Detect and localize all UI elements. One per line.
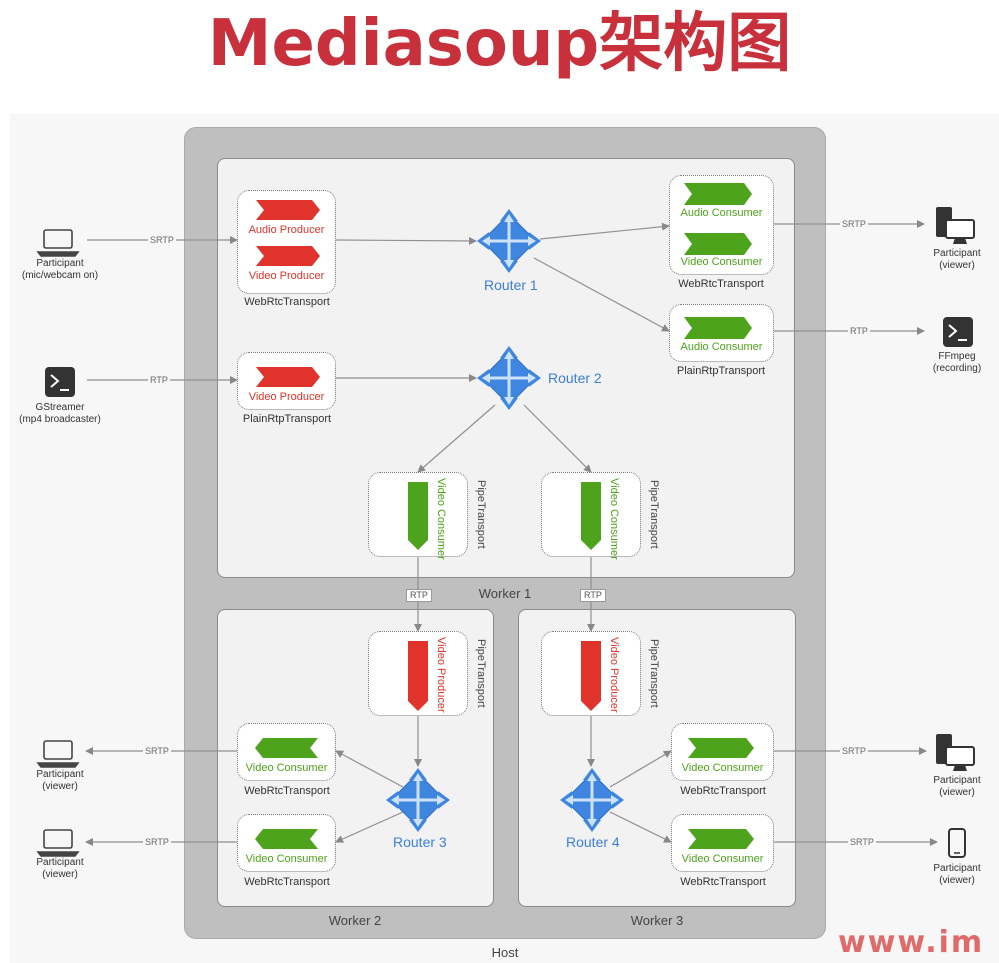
worker-1-label: Worker 1 — [478, 586, 532, 601]
video-consumer-label: Video Consumer — [680, 256, 763, 268]
video-consumer-shape — [408, 482, 428, 550]
laptop-icon — [36, 740, 80, 768]
smartphone-icon — [948, 828, 966, 858]
participant-viewer-label: Participant(viewer) — [933, 775, 981, 798]
participant-viewer-label: Participant(viewer) — [36, 857, 84, 880]
video-consumer-label: Video Consumer — [681, 853, 764, 865]
protocol-label: RTP — [580, 589, 606, 602]
router-1-label: Router 1 — [484, 277, 538, 293]
protocol-label: SRTP — [143, 746, 171, 756]
terminal-icon — [943, 317, 973, 347]
audio-producer-label: Audio Producer — [248, 224, 325, 236]
video-consumer-label: Video Consumer — [608, 478, 620, 560]
gstreamer-label: GStreamer(mp4 broadcaster) — [19, 402, 101, 425]
protocol-label: SRTP — [840, 219, 868, 229]
video-consumer-shape — [255, 738, 318, 758]
audio-producer-shape — [256, 200, 320, 220]
pipe-transport-label: PipeTransport — [475, 480, 487, 549]
webrtc-transport-label: WebRtcTransport — [244, 296, 330, 308]
webrtc-transport-label: WebRtcTransport — [244, 785, 330, 797]
terminal-icon — [45, 367, 75, 397]
participant-mic-label: Participant(mic/webcam on) — [21, 258, 99, 281]
pipe-transport-label: PipeTransport — [648, 639, 660, 708]
participant-viewer-label: Participant(viewer) — [933, 863, 981, 886]
protocol-label: RTP — [406, 589, 432, 602]
video-consumer-shape — [688, 829, 754, 849]
webrtc-transport-label: WebRtcTransport — [680, 785, 766, 797]
video-producer-label: Video Producer — [248, 391, 325, 403]
laptop-icon — [36, 829, 80, 857]
router-4-label: Router 4 — [566, 834, 620, 850]
protocol-label: SRTP — [840, 746, 868, 756]
audio-consumer-shape — [684, 183, 752, 205]
protocol-label: SRTP — [148, 235, 176, 245]
desktop-icon — [936, 734, 975, 771]
plainrtp-transport-label: PlainRtpTransport — [242, 413, 332, 425]
watermark: www.im — [838, 925, 985, 960]
router-3-label: Router 3 — [393, 834, 447, 850]
participant-viewer-label: Participant(viewer) — [36, 769, 84, 792]
webrtc-transport-label: WebRtcTransport — [680, 876, 766, 888]
protocol-label: SRTP — [848, 837, 876, 847]
plainrtp-transport-label: PlainRtpTransport — [676, 365, 766, 377]
video-consumer-shape — [688, 738, 754, 758]
video-producer-shape — [581, 641, 601, 711]
host-label: Host — [491, 945, 519, 960]
video-consumer-shape — [581, 482, 601, 550]
webrtc-transport-label: WebRtcTransport — [678, 278, 764, 290]
video-consumer-label: Video Consumer — [245, 762, 328, 774]
video-consumer-label: Video Consumer — [245, 853, 328, 865]
router-2-icon — [475, 344, 543, 412]
pipe-transport-label: PipeTransport — [648, 480, 660, 549]
protocol-label: SRTP — [143, 837, 171, 847]
webrtc-transport-w2-b — [237, 814, 336, 872]
protocol-label: RTP — [848, 326, 870, 336]
pipe-transport-label: PipeTransport — [475, 639, 487, 708]
audio-consumer-label: Audio Consumer — [680, 341, 763, 353]
webrtc-transport-label: WebRtcTransport — [244, 876, 330, 888]
video-producer-label: Video Producer — [248, 270, 325, 282]
desktop-icon — [936, 207, 975, 244]
router-2-label: Router 2 — [548, 370, 602, 386]
video-producer-shape — [256, 246, 320, 266]
router-3-icon — [384, 766, 452, 834]
ffmpeg-label: FFmpeg(recording) — [932, 351, 982, 374]
worker-3-label: Worker 3 — [630, 913, 684, 928]
video-consumer-shape — [255, 829, 318, 849]
router-4-icon — [558, 766, 626, 834]
worker-2-label: Worker 2 — [328, 913, 382, 928]
video-consumer-label: Video Consumer — [435, 478, 447, 560]
participant-viewer-label: Participant(viewer) — [933, 248, 981, 271]
video-producer-label: Video Producer — [435, 637, 447, 713]
page-title: Mediasoup架构图 — [207, 7, 792, 81]
video-producer-shape — [256, 367, 320, 387]
router-1-icon — [475, 207, 543, 275]
video-consumer-label: Video Consumer — [681, 762, 764, 774]
audio-consumer-label: Audio Consumer — [680, 207, 763, 219]
laptop-icon — [36, 229, 80, 257]
audio-consumer-shape — [684, 317, 752, 339]
video-producer-label: Video Producer — [608, 637, 620, 713]
protocol-label: RTP — [148, 375, 170, 385]
video-consumer-shape — [684, 233, 752, 255]
video-producer-shape — [408, 641, 428, 711]
